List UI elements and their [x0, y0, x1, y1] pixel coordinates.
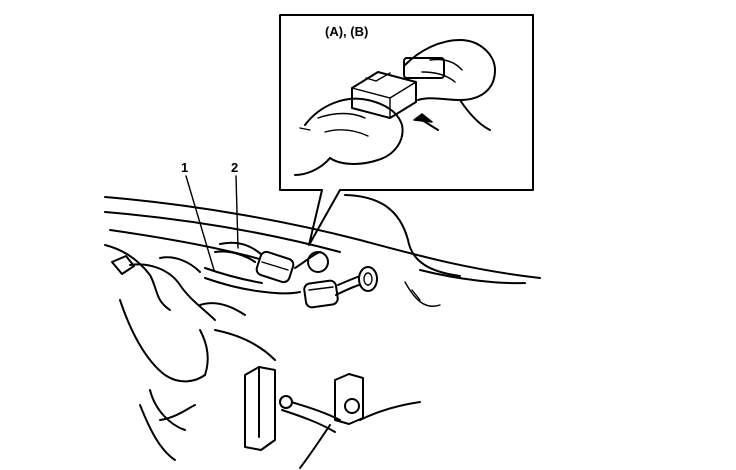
part-label-2: 2 [231, 160, 238, 175]
engine-bay-drawing [104, 194, 541, 469]
detail-callout [279, 14, 534, 246]
part-label-1: 1 [181, 160, 188, 175]
callout-label: (A), (B) [325, 24, 368, 39]
label-leaders [185, 175, 239, 271]
